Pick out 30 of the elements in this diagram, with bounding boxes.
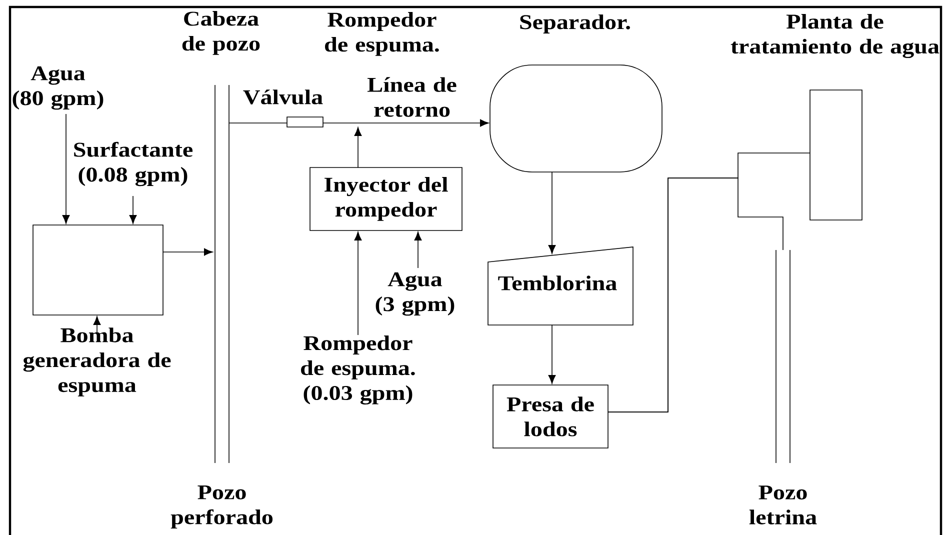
arrow	[548, 324, 556, 384]
injector-box: Inyector del rompedor	[310, 167, 462, 231]
shaker-label: Temblorina	[498, 276, 617, 290]
pipe-line	[608, 178, 784, 412]
inlet-label: Agua (3 gpm)	[376, 272, 454, 316]
arrow	[414, 232, 422, 268]
inlet-label: Agua (80 gpm)	[12, 66, 104, 110]
equipment-label: Pozo letrina	[749, 486, 817, 524]
arrow	[129, 196, 137, 224]
equipment-label: Válvula	[243, 90, 323, 104]
line-label: Línea de retorno	[367, 77, 456, 117]
well-label: Pozo perforado	[170, 485, 273, 529]
arrow	[93, 316, 101, 334]
equipment-label: Separador.	[520, 14, 630, 34]
arrow	[354, 127, 362, 168]
well-label: Cabeza de pozo	[182, 11, 260, 55]
arrow	[354, 232, 362, 336]
inlet-label: Surfactante (0.08 gpm)	[74, 142, 193, 186]
arrow	[162, 248, 213, 256]
pump-label: Bomba generadora de espuma	[23, 328, 171, 396]
mud-pit-box: Presa de lodos	[492, 384, 608, 448]
pump-box	[32, 224, 164, 316]
line-label: Rompedor de espuma.	[325, 12, 439, 56]
inlet-label: Rompedor de espuma. (0.03 gpm)	[301, 336, 415, 404]
arrow	[322, 119, 489, 127]
equipment-label: Planta de tratamiento de agua	[730, 14, 940, 58]
arrow	[62, 114, 70, 224]
wellbore-pipe	[214, 84, 230, 464]
arrow	[548, 172, 556, 254]
pipe-line	[228, 122, 288, 124]
